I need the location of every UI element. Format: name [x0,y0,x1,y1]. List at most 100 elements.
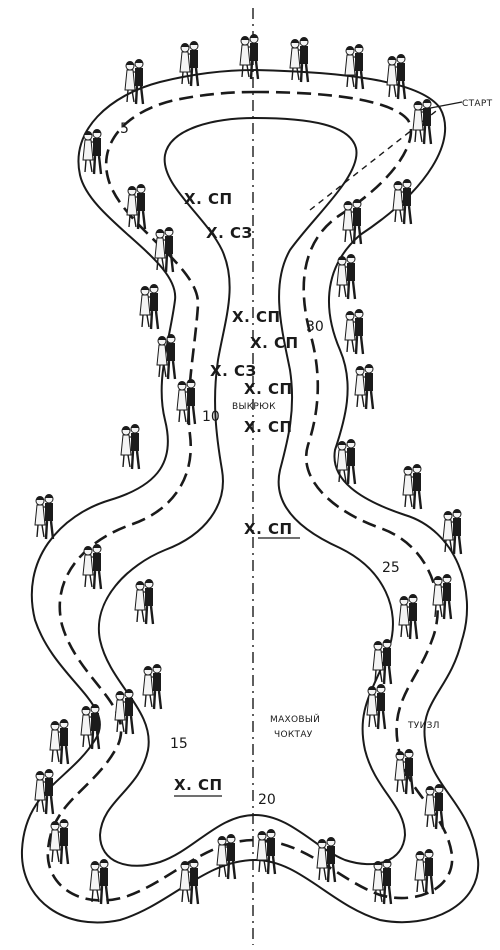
dancer-man [165,236,173,254]
dancer-couple [372,639,393,685]
dancer-man [135,68,143,86]
dancer-woman [82,554,94,576]
dancer-couple [336,439,357,485]
dancer-woman [354,374,366,396]
dancer-woman [424,794,436,816]
middle-track-dashed [46,90,454,902]
label-xsz-2: Х. СЗ [210,362,257,380]
dancer-man [405,758,413,776]
label-vykruk: ВЫКРЮК [232,402,276,412]
dancer-woman [126,194,138,216]
dancer-couple [392,179,413,225]
dancer-woman [139,294,151,316]
dancer-man [167,343,175,361]
dancer-woman [336,264,348,286]
dancer-couple [394,749,415,795]
dancer-couple [126,184,147,230]
dancer-woman [49,829,61,851]
dancer-woman [344,54,356,76]
dancer-couple [156,334,177,380]
dancer-couple [354,364,375,410]
dancer-couple [120,424,141,470]
dancer-man [227,843,235,861]
dancer-man [93,553,101,571]
dancer-man [60,828,68,846]
dancer-man [153,673,161,691]
dancer-woman [176,389,188,411]
dancer-man [190,50,198,68]
label-xsp-1: Х. СП [184,190,233,208]
dancer-woman [366,694,378,716]
dancer-woman [392,189,404,211]
dancer-man [267,838,275,856]
dancer-man [435,793,443,811]
dancer-couples-group [34,34,463,905]
dancer-woman [344,319,356,341]
dancer-couple [414,849,435,895]
dancer-couple [342,199,363,245]
dancer-woman [124,69,136,91]
dancer-couple [89,859,110,905]
dancer-woman [89,869,101,891]
dancer-man [45,503,53,521]
dancer-couple [336,254,357,300]
dancer-woman [342,209,354,231]
dancer-couple [139,284,160,330]
dancer-man [131,433,139,451]
dancer-man [383,648,391,666]
dancer-man [125,698,133,716]
dancer-couple [124,59,145,105]
dancer-man [453,518,461,536]
inner-track-line [97,116,407,867]
dancer-woman [120,434,132,456]
dancer-woman [216,844,228,866]
label-number-15: 15 [170,736,188,752]
label-tuizl: ТУИЗЛ [407,721,440,731]
dancer-woman [156,344,168,366]
label-xsz-1: Х. СЗ [206,224,253,242]
dancer-couple [49,819,70,865]
dancer-couple [154,227,175,273]
dancer-man [93,138,101,156]
dancer-man [409,603,417,621]
dancer-man [383,868,391,886]
dancer-couple [34,494,55,540]
dancer-couple [289,37,310,83]
dancer-man [327,846,335,864]
dancer-couple [216,834,237,880]
label-number-20: 20 [258,792,276,808]
dancer-woman [289,47,301,69]
dancer-man [423,108,431,126]
dancer-couple [372,859,393,905]
dancer-couple [82,544,103,590]
dancer-couple [442,509,463,555]
dancer-couple [239,34,260,80]
dancer-woman [179,869,191,891]
dancer-man [425,858,433,876]
dancer-man [45,778,53,796]
dancer-woman [179,51,191,73]
dancer-woman [34,779,46,801]
dancer-woman [316,847,328,869]
dancer-man [397,63,405,81]
dancer-man [187,388,195,406]
dancer-woman [372,649,384,671]
dancer-woman [134,589,146,611]
dancer-man [300,46,308,64]
dancer-couple [80,704,101,750]
label-xsp-5: Х. СП [244,418,293,436]
dancer-woman [402,474,414,496]
dancer-woman [80,714,92,736]
dancer-man [190,868,198,886]
dancer-man [443,583,451,601]
dancer-woman [414,859,426,881]
dancer-woman [114,699,126,721]
dancer-man [355,53,363,71]
label-xsp-4: Х. СП [244,380,293,398]
label-number-30: 30 [306,319,324,335]
label-number-10: 10 [202,409,220,425]
dancer-couple [34,769,55,815]
dancer-couple [344,44,365,90]
dancer-couple [398,594,419,640]
